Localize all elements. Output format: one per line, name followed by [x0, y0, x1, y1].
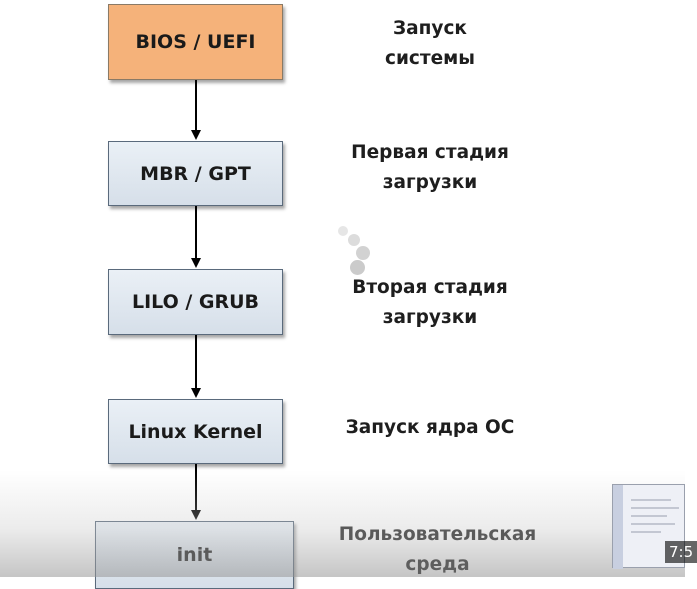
stage-label-user-space: Пользовательская среда: [338, 524, 537, 575]
stage-box-mbr-gpt: MBR / GPT: [108, 141, 283, 206]
stage-box-init: init: [95, 521, 294, 589]
stage-label-first-stage: Первая стадия загрузки: [351, 142, 509, 193]
thumbnail-timestamp: 7:5: [665, 541, 697, 563]
stage-label-second-stage: Вторая стадия загрузки: [352, 277, 508, 328]
video-thumbnail-preview[interactable]: 7:5: [612, 484, 697, 569]
stage-box-lilo-grub: LILO / GRUB: [108, 269, 283, 335]
stage-box-linux-kernel: Linux Kernel: [108, 399, 283, 464]
stage-label-system-start: Запуск системы: [384, 18, 476, 69]
loading-spinner-icon: [330, 222, 380, 282]
stage-box-bios-uefi: BIOS / UEFI: [108, 4, 283, 80]
stage-label-kernel-start: Запуск ядра ОС: [345, 417, 515, 438]
